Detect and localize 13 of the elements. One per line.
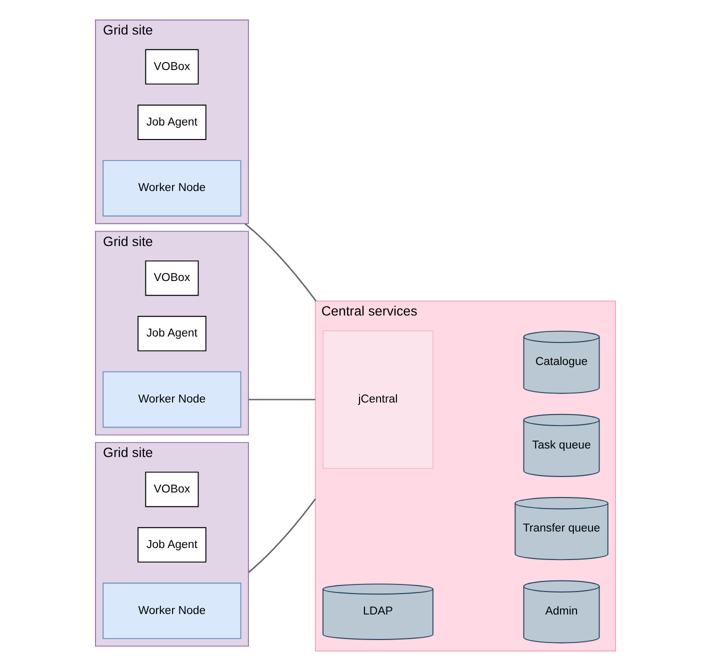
node-box: jCentral — [322, 330, 433, 469]
node-box: Job Agent — [137, 316, 206, 352]
node-box: Worker Node — [102, 371, 241, 428]
connector — [248, 398, 315, 400]
connector — [247, 498, 316, 574]
node-box: Worker Node — [102, 160, 241, 216]
node-box: VOBox — [144, 49, 198, 85]
node-box: Job Agent — [137, 104, 206, 140]
node-box: VOBox — [144, 260, 198, 296]
node-box: Job Agent — [137, 527, 206, 563]
connector — [244, 223, 316, 302]
node-box: VOBox — [144, 472, 198, 508]
node-box: Worker Node — [102, 582, 241, 640]
